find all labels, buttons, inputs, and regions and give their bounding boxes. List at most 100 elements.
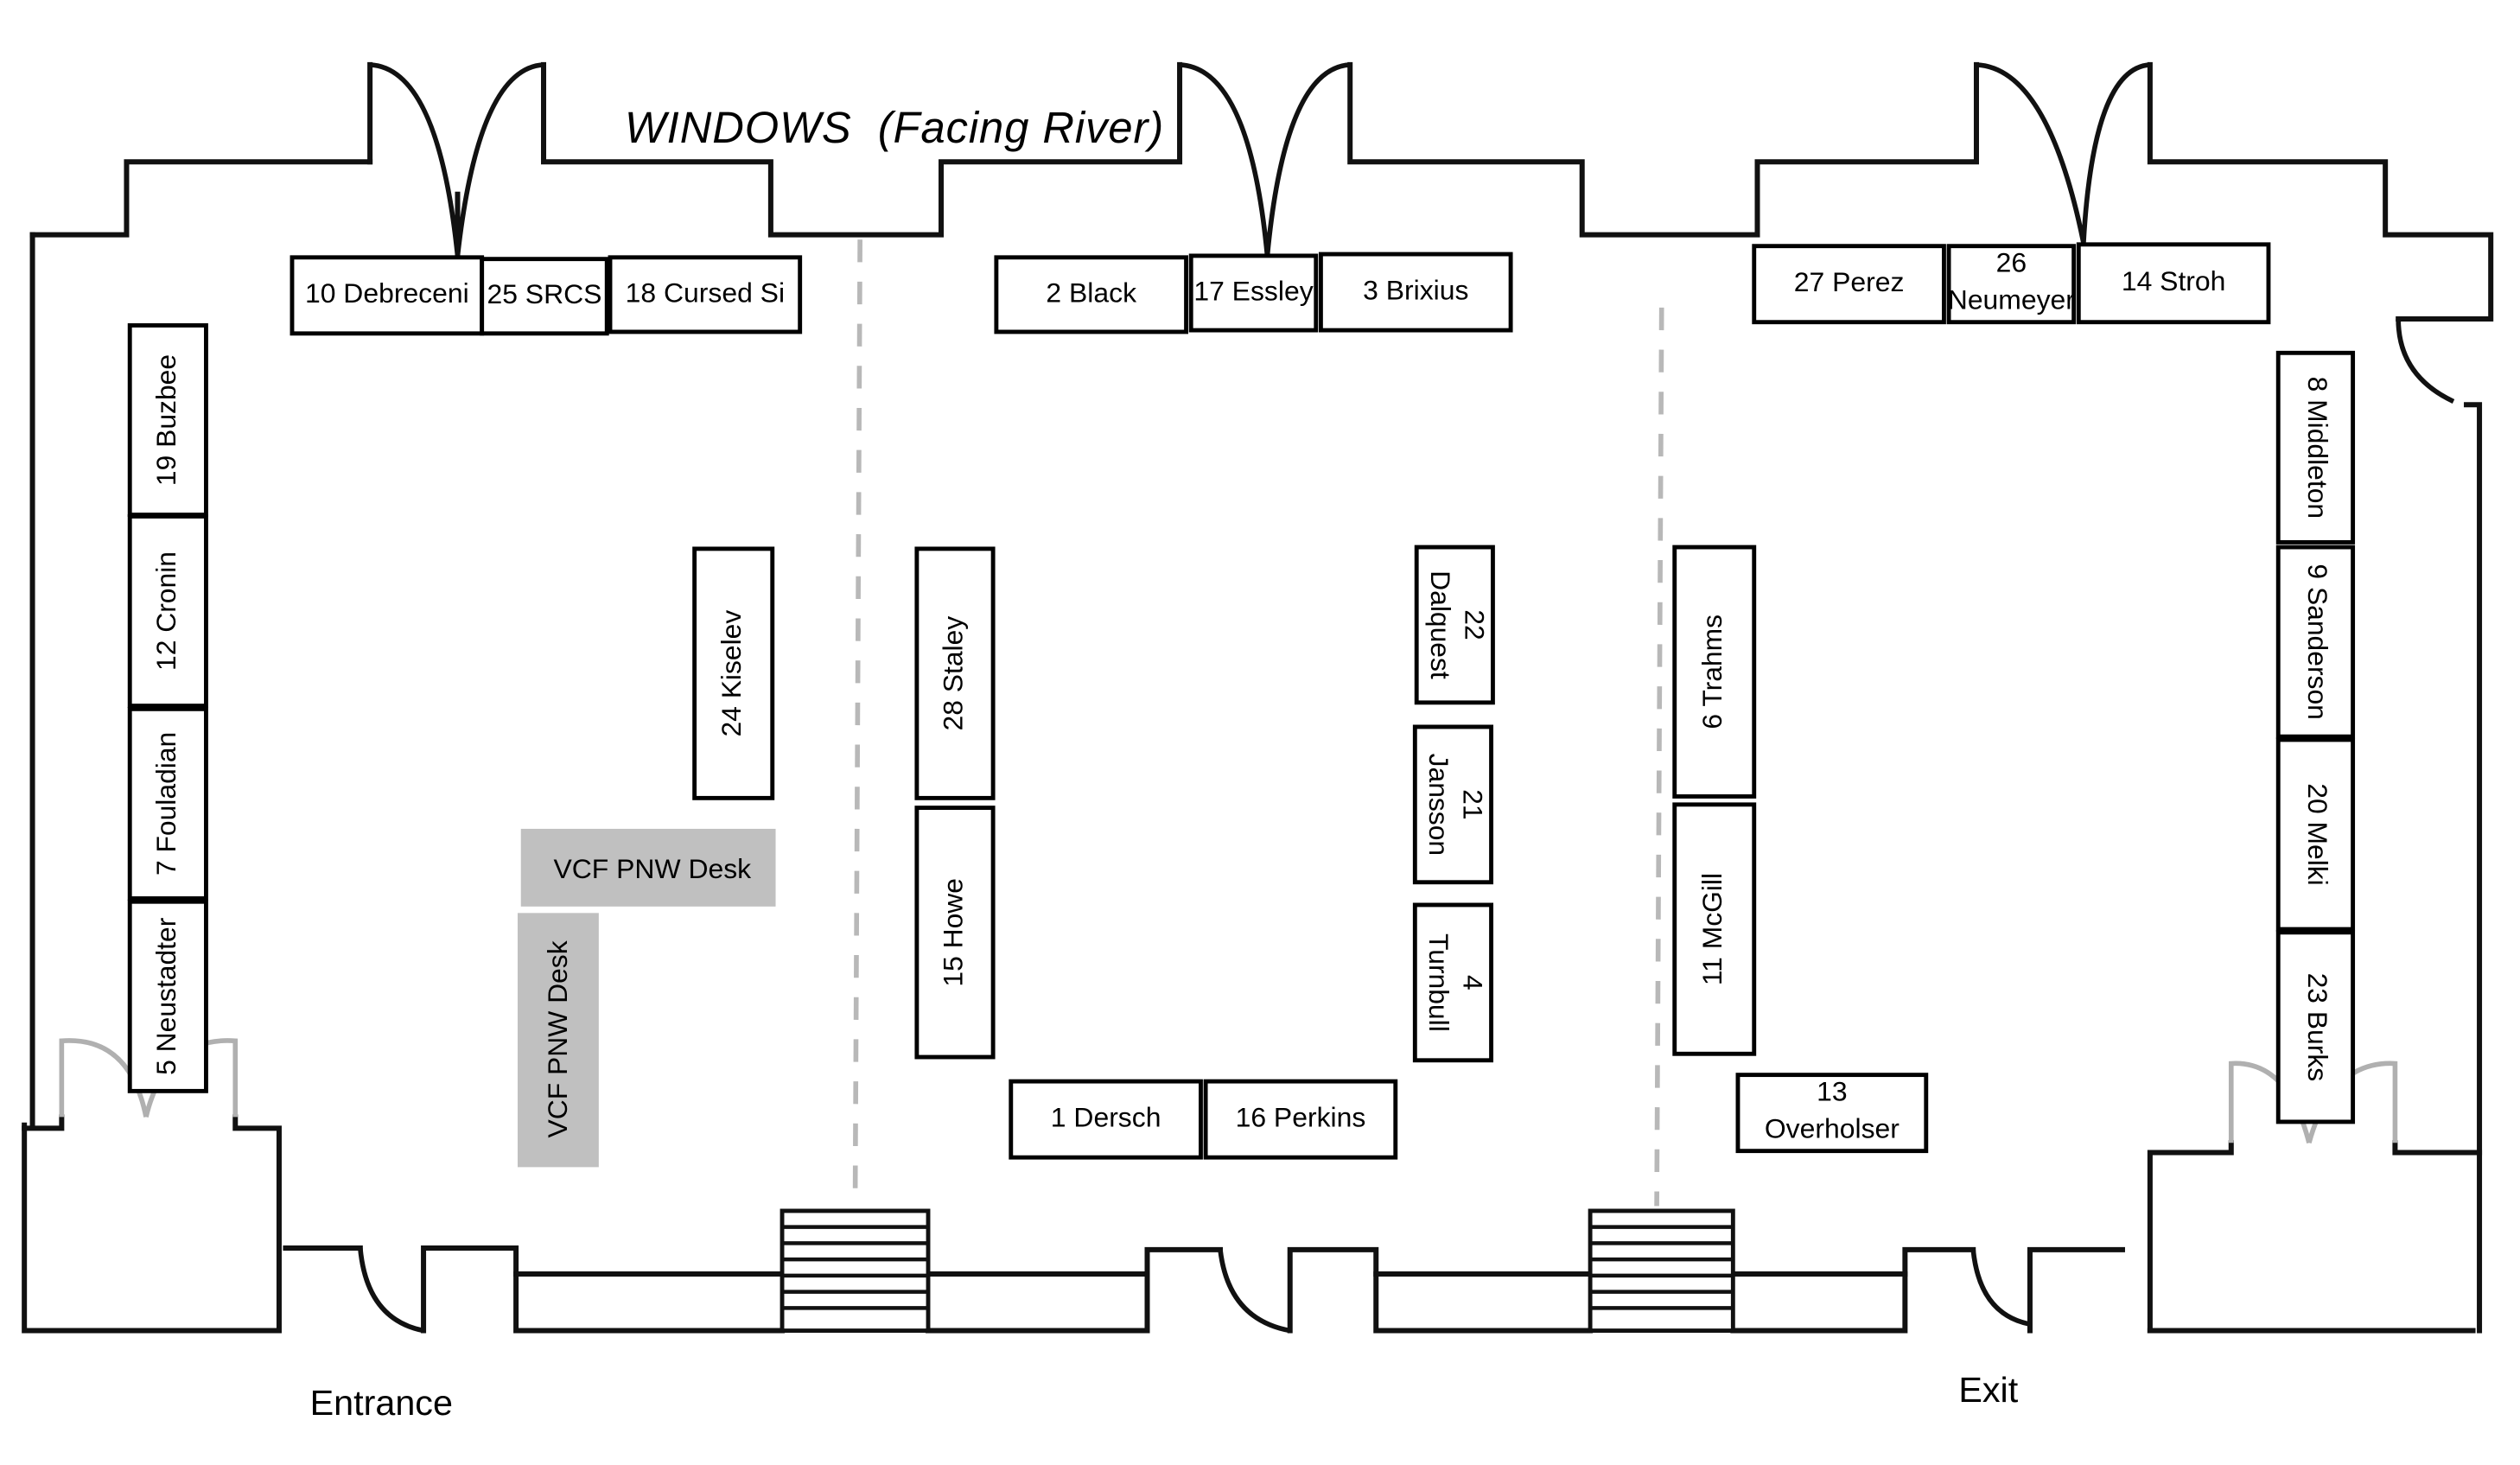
table-24-kiselev[interactable]: 24 Kiselev [692, 546, 775, 800]
table-19-buzbee[interactable]: 19 Buzbee [127, 323, 208, 518]
side-door-icon [2396, 318, 2455, 404]
windows-label: WINDOWS (Facing River) [625, 103, 1164, 152]
table-1-dersch[interactable]: 1 Dersch [1009, 1079, 1203, 1160]
top-wall [29, 159, 373, 238]
table-box [1672, 802, 1757, 1056]
table-20-melki[interactable]: 20 Melki [2275, 737, 2356, 932]
vestibule-left [22, 1114, 65, 1131]
table-3-brixius[interactable]: 3 Brixius [1318, 252, 1513, 333]
table-25-srcs[interactable]: 25 SRCS [480, 257, 609, 336]
table-label: 17 Essley [1193, 275, 1313, 306]
table-box [1752, 244, 1946, 325]
entrance-door-icon [358, 1247, 424, 1334]
table-label: 6 Trahms [1696, 615, 1728, 729]
table-label: 27 Perez [1794, 266, 1905, 297]
table-box [480, 257, 609, 336]
exit-label: Exit [1958, 1370, 2018, 1410]
desk-label: VCF PNW Desk [554, 853, 752, 884]
table-box [1318, 252, 1513, 333]
room-divider-left [852, 239, 862, 1207]
table-label: 22 [1460, 609, 1491, 640]
table-label: 18 Cursed Si [626, 277, 785, 308]
table-label: 15 Howe [937, 878, 968, 987]
table-label: 12 Cronin [150, 551, 181, 671]
table-box [2275, 545, 2356, 739]
table-box [692, 546, 775, 800]
table-9-sanderson[interactable]: 9 Sanderson [2275, 545, 2356, 739]
window-door-icon [369, 62, 544, 257]
table-box [127, 323, 208, 518]
table-17-essley[interactable]: 17 Essley [1188, 253, 1319, 333]
table-box [914, 806, 996, 1060]
table-2-black[interactable]: 2 Black [994, 255, 1189, 334]
table-label: 25 SRCS [487, 278, 601, 309]
table-box [1009, 1079, 1203, 1160]
table-label: 2 Black [1046, 277, 1136, 308]
entrance-label: Entrance [310, 1383, 453, 1423]
table-box [1946, 244, 2077, 325]
table-box [914, 546, 996, 800]
table-12-cronin[interactable]: 12 Cronin [127, 514, 208, 709]
table-8-middleton[interactable]: 8 Middleton [2275, 350, 2356, 545]
table-label: 9 Sanderson [2302, 564, 2333, 719]
table-box [2275, 350, 2356, 545]
table-box [2275, 737, 2356, 932]
vcf-desk-horizontal[interactable]: VCF PNW Desk [520, 828, 776, 907]
table-label: Jansson [1423, 754, 1454, 857]
room-divider-right [1654, 307, 1664, 1207]
table-label: 1 Dersch [1051, 1102, 1161, 1133]
table-6-trahms[interactable]: 6 Trahms [1672, 545, 1757, 799]
table-label: 5 Neustadter [150, 917, 181, 1075]
table-28-staley[interactable]: 28 Staley [914, 546, 996, 800]
stairs-left [780, 1208, 931, 1333]
table-16-perkins[interactable]: 16 Perkins [1203, 1079, 1398, 1160]
table-7-fouladian[interactable]: 7 Fouladian [127, 706, 208, 901]
table-15-howe[interactable]: 15 Howe [914, 806, 996, 1060]
middle-door-icon [1218, 1249, 1291, 1334]
table-label: 20 Melki [2302, 783, 2333, 885]
table-box [1188, 253, 1319, 333]
table-box [1203, 1079, 1398, 1160]
table-label: 28 Staley [937, 616, 968, 731]
table-box [2076, 242, 2271, 325]
table-5-neustadter[interactable]: 5 Neustadter [127, 899, 208, 1093]
bottom-wall [1287, 1246, 1594, 1334]
table-label: 19 Buzbee [150, 354, 181, 486]
vestibule-right [2147, 1140, 2234, 1334]
vestibule-left [22, 1114, 282, 1334]
table-18-cursed-si[interactable]: 18 Cursed Si [608, 255, 803, 334]
table-label: 11 McGill [1696, 873, 1728, 985]
table-27-perez[interactable]: 27 Perez [1752, 244, 1946, 325]
stairs-right [1588, 1208, 1735, 1333]
vestibule-right [2392, 1140, 2483, 1156]
table-label: Turnbull [1423, 933, 1454, 1032]
table-label: 21 [1458, 789, 1489, 819]
table-10-debreceni[interactable]: 10 Debreceni [290, 255, 485, 336]
table-11-mcgill[interactable]: 11 McGill [1672, 802, 1757, 1056]
table-14-stroh[interactable]: 14 Stroh [2076, 242, 2271, 325]
top-wall [1347, 61, 1979, 238]
table-box [1414, 545, 1495, 705]
desk-label: VCF PNW Desk [542, 940, 573, 1137]
table-label: 16 Perkins [1236, 1102, 1366, 1133]
table-label: 13 [1817, 1076, 1847, 1107]
bottom-wall [1730, 1271, 1908, 1334]
table-box [127, 514, 208, 709]
table-box [1412, 724, 1494, 885]
table-23-burks[interactable]: 23 Burks [2275, 930, 2356, 1124]
bottom-wall [926, 1246, 1224, 1277]
table-label: 14 Stroh [2122, 265, 2226, 296]
table-label: 8 Middleton [2302, 377, 2333, 519]
bottom-wall [1730, 1246, 1976, 1277]
vcf-desk-vertical[interactable]: VCF PNW Desk [517, 913, 599, 1168]
walls [22, 61, 2494, 1334]
window-door-icon [1179, 62, 1351, 257]
top-wall [2147, 61, 2494, 322]
